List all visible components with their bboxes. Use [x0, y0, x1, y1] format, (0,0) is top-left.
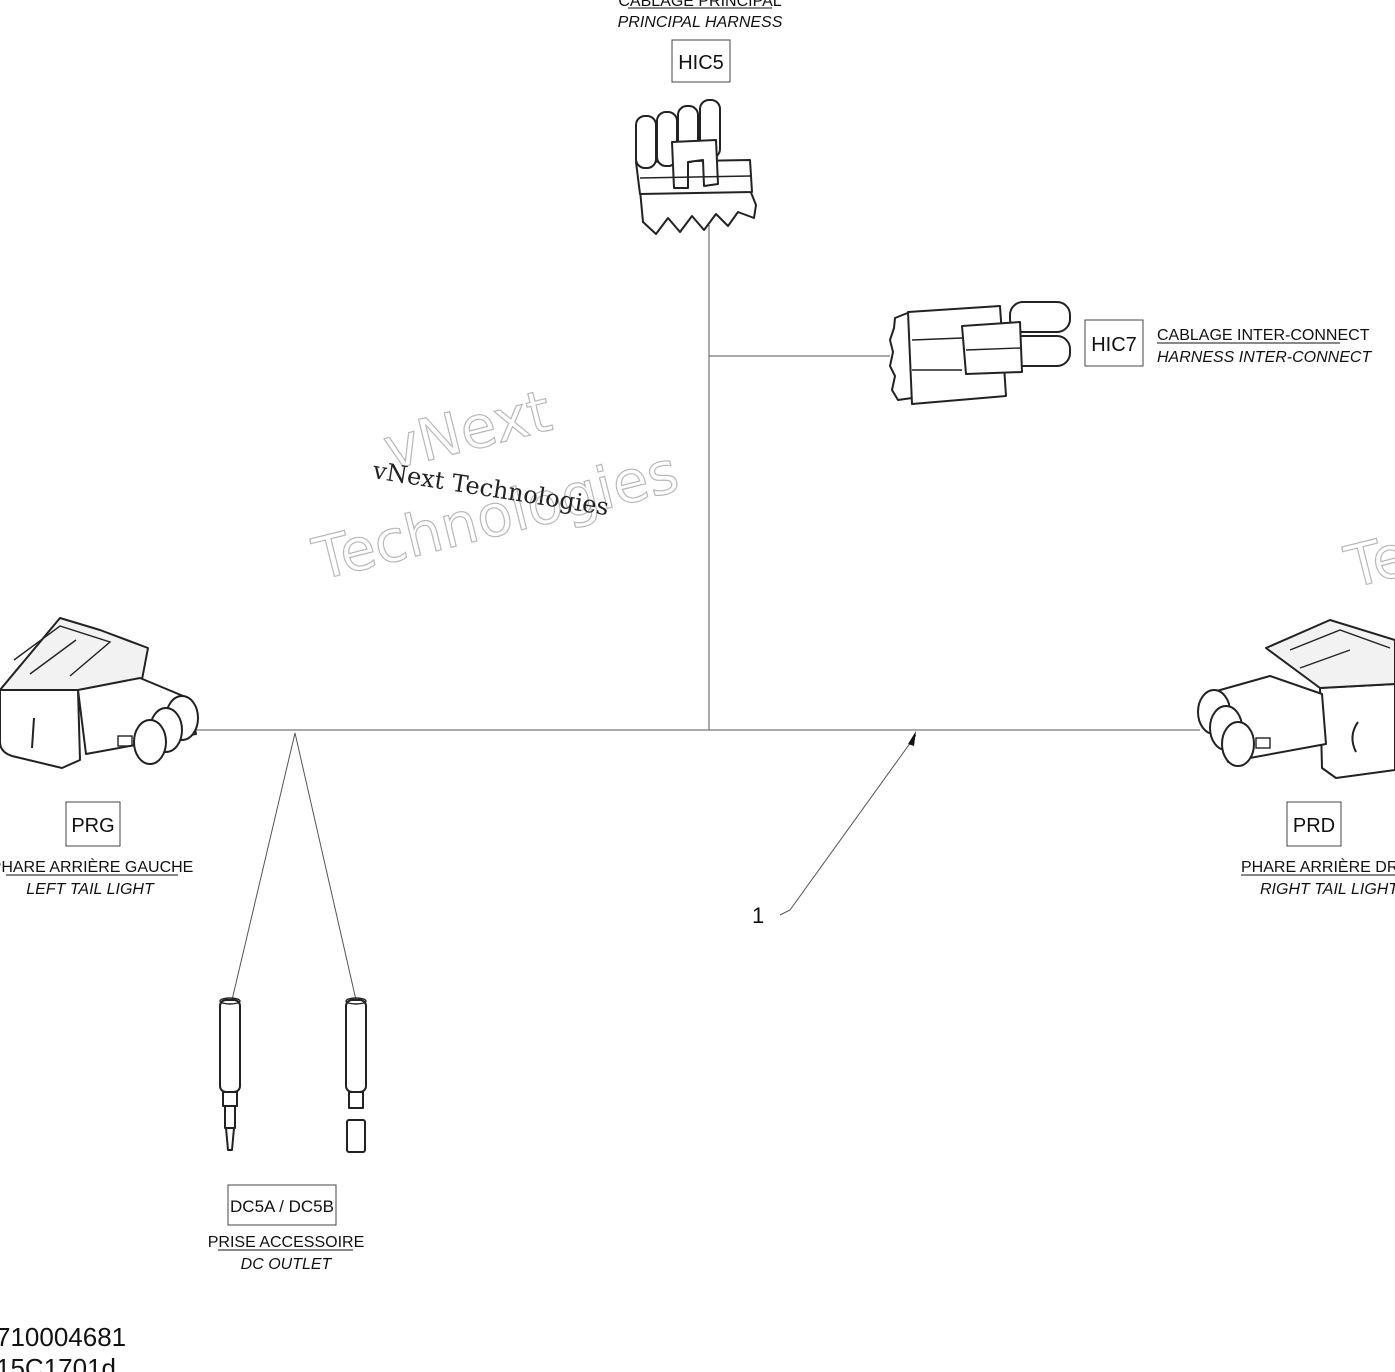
dc5b-sleeve — [345, 999, 367, 1093]
hic7-latch — [961, 321, 1023, 375]
hic7-connector-drawing — [889, 301, 1071, 405]
wire-dc5b-branch — [294, 732, 357, 1001]
watermark-line2: Technologies — [306, 437, 685, 593]
dc5-code-box: DC5A / DC5B — [227, 1184, 337, 1226]
wire-dc5a-branch — [231, 732, 296, 1001]
document-reference: 710004681 15C1701d — [0, 1322, 126, 1372]
dc5a-crimp — [222, 1091, 238, 1107]
hic5-terminal-1 — [635, 115, 657, 169]
prg-housing-front — [0, 665, 81, 769]
prg-label: PHARE ARRIÈRE GAUCHE LEFT TAIL LIGHT — [0, 857, 193, 898]
dc5b-socket — [346, 1119, 366, 1153]
dc5b-terminal-drawing — [345, 997, 367, 1153]
harness-wires — [195, 225, 1200, 1001]
dc5a-pin-body — [224, 1105, 236, 1129]
hic5-code-box: HIC5 — [671, 39, 731, 83]
prd-label: PHARE ARRIÈRE DROIT RIGHT TAIL LIGHT — [1241, 857, 1395, 898]
dc5a-pin-tip — [225, 1127, 235, 1151]
hic5-latch — [671, 139, 719, 189]
callout-leader — [779, 734, 917, 916]
prg-code-box: PRG — [65, 801, 121, 847]
prg-terminal-3 — [133, 719, 167, 765]
hic5-code: HIC5 — [678, 52, 724, 74]
prd-housing-top — [1265, 619, 1395, 689]
callout-1: 1 — [752, 731, 917, 928]
dc5b-crimp — [348, 1091, 364, 1109]
prd-housing-front — [1319, 683, 1395, 779]
hic5-base — [639, 189, 757, 235]
prd-terminal-3 — [1221, 721, 1255, 767]
hic7-label-fr: CABLAGE INTER-CONNECT — [1157, 327, 1370, 344]
prd-label-fr: PHARE ARRIÈRE DROIT — [1241, 857, 1395, 876]
dc5-code: DC5A / DC5B — [230, 1197, 334, 1216]
prd-connector-drawing — [1197, 619, 1395, 779]
prd-code: PRD — [1293, 815, 1335, 837]
prg-label-fr: PHARE ARRIÈRE GAUCHE — [0, 857, 193, 876]
hic7-code-box: HIC7 — [1084, 319, 1144, 367]
part-number: 710004681 — [0, 1322, 126, 1352]
prg-connector-drawing — [0, 617, 199, 769]
dc5a-sleeve — [219, 999, 241, 1093]
watermark: vNext Technologies vNext Technologies Te — [305, 376, 1395, 602]
hic7-label-en: HARNESS INTER-CONNECT — [1157, 349, 1372, 366]
hic5-connector-drawing — [635, 99, 757, 235]
callout-arrowhead — [908, 731, 916, 746]
hic7-code: HIC7 — [1091, 334, 1137, 356]
hic7-label: CABLAGE INTER-CONNECT HARNESS INTER-CONN… — [1157, 327, 1372, 366]
prd-label-en: RIGHT TAIL LIGHT — [1260, 881, 1395, 898]
dc5-label-fr: PRISE ACCESSOIRE — [208, 1234, 365, 1251]
prg-code: PRG — [71, 815, 114, 837]
prg-label-en: LEFT TAIL LIGHT — [26, 881, 155, 898]
prd-code-box: PRD — [1286, 801, 1342, 847]
dc5a-terminal-drawing — [219, 997, 241, 1151]
dc5-label: PRISE ACCESSOIRE DC OUTLET — [208, 1234, 365, 1273]
callout-number: 1 — [752, 903, 764, 928]
hic5-label: CABLAGE PRINCIPAL PRINCIPAL HARNESS — [618, 0, 783, 31]
hic7-terminal-upper — [1009, 301, 1071, 333]
hic5-label-fr: CABLAGE PRINCIPAL — [618, 0, 781, 10]
hic5-label-en: PRINCIPAL HARNESS — [618, 14, 783, 31]
dc5-label-en: DC OUTLET — [241, 1256, 333, 1273]
watermark-edge: Te — [1338, 521, 1395, 602]
drawing-code: 15C1701d — [0, 1353, 116, 1372]
